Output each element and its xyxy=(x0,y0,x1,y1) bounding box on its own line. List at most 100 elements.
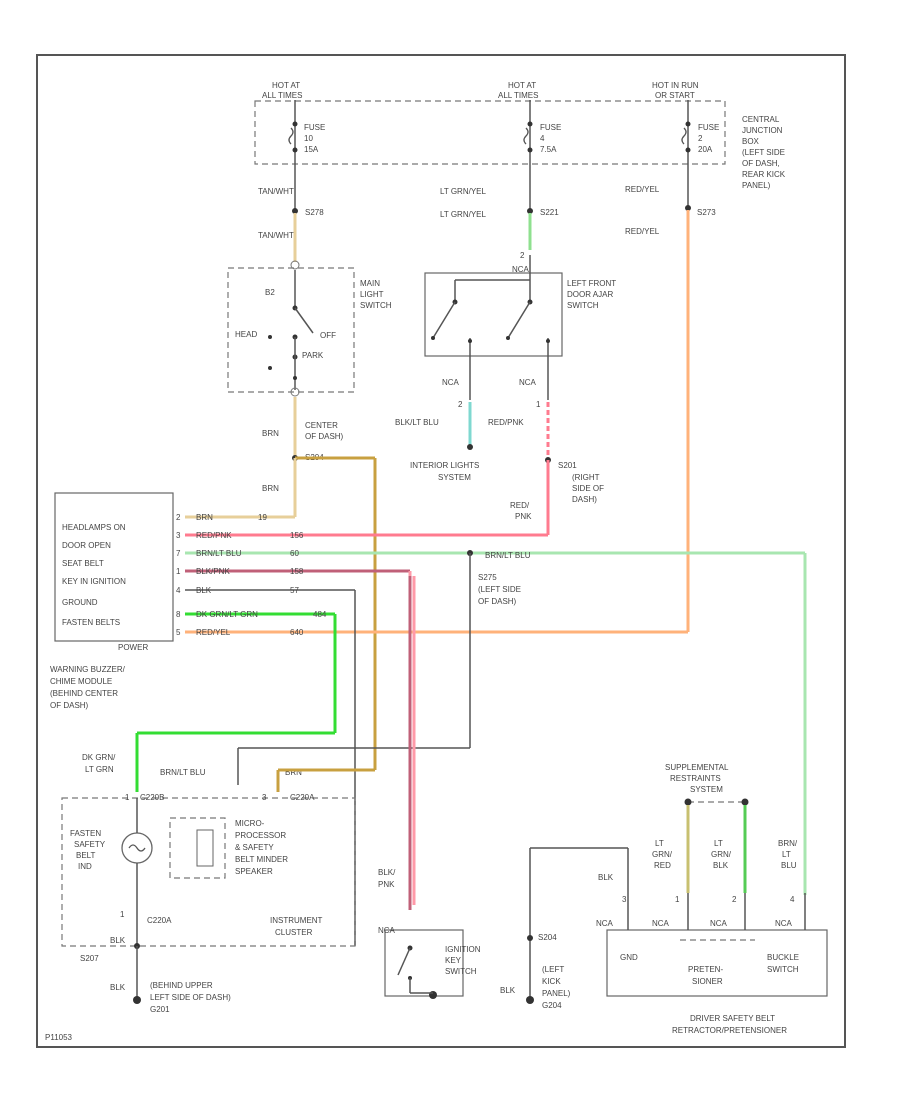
svg-text:BOX: BOX xyxy=(742,137,760,146)
svg-text:(RIGHT: (RIGHT xyxy=(572,473,600,482)
svg-text:S207: S207 xyxy=(80,954,99,963)
svg-text:RED/YEL: RED/YEL xyxy=(625,227,660,236)
svg-text:PANEL): PANEL) xyxy=(542,989,571,998)
wire-tan-wht: TAN/WHT TAN/WHT S278 xyxy=(258,187,324,270)
svg-text:OF DASH): OF DASH) xyxy=(305,432,344,441)
door-ajar-switch-internals: LT GRN/YEL LT GRN/YEL S221 2 NCA LEFT FR… xyxy=(431,187,616,409)
svg-text:OF DASH,: OF DASH, xyxy=(742,159,780,168)
pretensioner-internals: BLK 3 1 2 4 NCA NCA NCA NCA GND PRETEN- … xyxy=(529,847,806,1035)
svg-text:FASTEN: FASTEN xyxy=(70,829,101,838)
svg-text:FUSE: FUSE xyxy=(540,123,561,132)
svg-text:SUPPLEMENTAL: SUPPLEMENTAL xyxy=(665,763,729,772)
svg-text:ALL TIMES: ALL TIMES xyxy=(498,91,538,100)
warning-chime-module xyxy=(54,492,174,642)
svg-text:HOT IN RUN: HOT IN RUN xyxy=(652,81,699,90)
svg-text:BLU: BLU xyxy=(781,861,797,870)
svg-text:BRN/LT BLU: BRN/LT BLU xyxy=(196,549,242,558)
svg-text:S273: S273 xyxy=(697,208,716,217)
svg-text:BUCKLE: BUCKLE xyxy=(767,953,799,962)
svg-text:HOT AT: HOT AT xyxy=(272,81,300,90)
wire-blk-ground xyxy=(185,589,356,946)
svg-text:LIGHT: LIGHT xyxy=(360,290,384,299)
svg-text:RESTRAINTS: RESTRAINTS xyxy=(670,774,721,783)
svg-text:BRN/LT BLU: BRN/LT BLU xyxy=(485,551,531,560)
svg-text:NCA: NCA xyxy=(442,378,460,387)
svg-text:BRN: BRN xyxy=(196,513,213,522)
svg-text:RED/YEL: RED/YEL xyxy=(625,185,660,194)
svg-text:3: 3 xyxy=(262,793,267,802)
svg-text:5: 5 xyxy=(176,628,181,637)
svg-text:156: 156 xyxy=(290,531,304,540)
ignition-key-switch xyxy=(384,929,464,997)
svg-text:SAFETY: SAFETY xyxy=(74,840,106,849)
svg-text:INTERIOR LIGHTS: INTERIOR LIGHTS xyxy=(410,461,479,470)
svg-text:B2: B2 xyxy=(265,288,275,297)
ignition-key-switch-internals: BLK/ PNK NCA IGNITION KEY SWITCH xyxy=(378,868,481,999)
svg-text:BELT: BELT xyxy=(76,851,96,860)
diagram-id: P11053 xyxy=(45,1033,73,1042)
chime-module-wire-labels: BRN RED/PNK BRN/LT BLU BLK/PNK BLK DK GR… xyxy=(196,513,258,637)
svg-text:BLK: BLK xyxy=(598,873,614,882)
svg-text:KEY IN IGNITION: KEY IN IGNITION xyxy=(62,577,126,586)
svg-text:DRIVER SAFETY BELT: DRIVER SAFETY BELT xyxy=(690,1014,775,1023)
svg-text:DOOR OPEN: DOOR OPEN xyxy=(62,541,111,550)
svg-text:1: 1 xyxy=(536,400,541,409)
chime-module-circuits: 19 156 60 158 57 484 640 xyxy=(258,513,327,637)
svg-text:PNK: PNK xyxy=(515,512,532,521)
svg-text:LT GRN/YEL: LT GRN/YEL xyxy=(440,187,486,196)
svg-text:15A: 15A xyxy=(304,145,319,154)
svg-text:BLK: BLK xyxy=(713,861,729,870)
svg-text:NCA: NCA xyxy=(519,378,537,387)
wire-red-yel: RED/YEL RED/YEL S273 xyxy=(185,185,716,634)
wire-blk-pnk xyxy=(185,569,416,910)
svg-text:2: 2 xyxy=(458,400,463,409)
svg-text:DK GRN/LT GRN: DK GRN/LT GRN xyxy=(196,610,258,619)
svg-text:ALL TIMES: ALL TIMES xyxy=(262,91,302,100)
svg-text:BLK/PNK: BLK/PNK xyxy=(196,567,230,576)
svg-text:KICK: KICK xyxy=(542,977,561,986)
svg-text:NCA: NCA xyxy=(512,265,530,274)
main-light-switch-label: MAIN LIGHT SWITCH B2 HEAD OFF PARK xyxy=(235,270,392,397)
svg-text:INSTRUMENT: INSTRUMENT xyxy=(270,916,323,925)
svg-text:RED/YEL: RED/YEL xyxy=(196,628,231,637)
svg-text:(LEFT: (LEFT xyxy=(542,965,564,974)
svg-text:DOOR AJAR: DOOR AJAR xyxy=(567,290,613,299)
fuse-4: HOT AT ALL TIMES FUSE 4 7.5A xyxy=(498,81,561,215)
svg-text:OF DASH): OF DASH) xyxy=(478,597,517,606)
svg-text:SIDE OF: SIDE OF xyxy=(572,484,604,493)
central-junction-box xyxy=(254,100,726,165)
svg-text:4: 4 xyxy=(540,134,545,143)
svg-text:640: 640 xyxy=(290,628,304,637)
svg-text:BLK: BLK xyxy=(110,983,126,992)
svg-text:158: 158 xyxy=(290,567,304,576)
wire-blk-lt-blu: BLK/LT BLU INTERIOR LIGHTS SYSTEM xyxy=(395,402,479,482)
svg-text:MAIN: MAIN xyxy=(360,279,380,288)
svg-text:SIONER: SIONER xyxy=(692,977,723,986)
svg-text:GND: GND xyxy=(620,953,638,962)
svg-text:BRN: BRN xyxy=(262,484,279,493)
instrument-cluster-internals: BRN/LT BLU BRN 1 C220B 3 C220A FASTEN SA… xyxy=(70,768,375,946)
svg-text:C220A: C220A xyxy=(290,793,315,802)
wire-brn-main: BRN CENTER OF DASH) S204 BRN xyxy=(185,397,377,770)
wire-brn-lt-blu-bus: BRN/LT BLU S275 (LEFT SIDE OF DASH) xyxy=(185,550,807,895)
svg-text:1: 1 xyxy=(176,567,181,576)
svg-text:CENTRAL: CENTRAL xyxy=(742,115,780,124)
svg-text:SYSTEM: SYSTEM xyxy=(690,785,723,794)
svg-text:1: 1 xyxy=(675,895,680,904)
svg-text:GRN/: GRN/ xyxy=(652,850,673,859)
svg-text:BLK: BLK xyxy=(196,586,212,595)
svg-text:FUSE: FUSE xyxy=(304,123,325,132)
chime-module-label: WARNING BUZZER/ CHIME MODULE (BEHIND CEN… xyxy=(50,665,126,710)
svg-text:SEAT BELT: SEAT BELT xyxy=(62,559,104,568)
svg-text:BLK/LT BLU: BLK/LT BLU xyxy=(395,418,439,427)
svg-text:SYSTEM: SYSTEM xyxy=(438,473,471,482)
svg-text:LT GRN/YEL: LT GRN/YEL xyxy=(440,210,486,219)
svg-text:20A: 20A xyxy=(698,145,713,154)
svg-text:BELT MINDER: BELT MINDER xyxy=(235,855,288,864)
svg-text:S204: S204 xyxy=(538,933,557,942)
svg-text:LT: LT xyxy=(782,850,791,859)
svg-text:DK GRN/: DK GRN/ xyxy=(82,753,116,762)
svg-text:NCA: NCA xyxy=(775,919,793,928)
svg-text:OF DASH): OF DASH) xyxy=(50,701,89,710)
